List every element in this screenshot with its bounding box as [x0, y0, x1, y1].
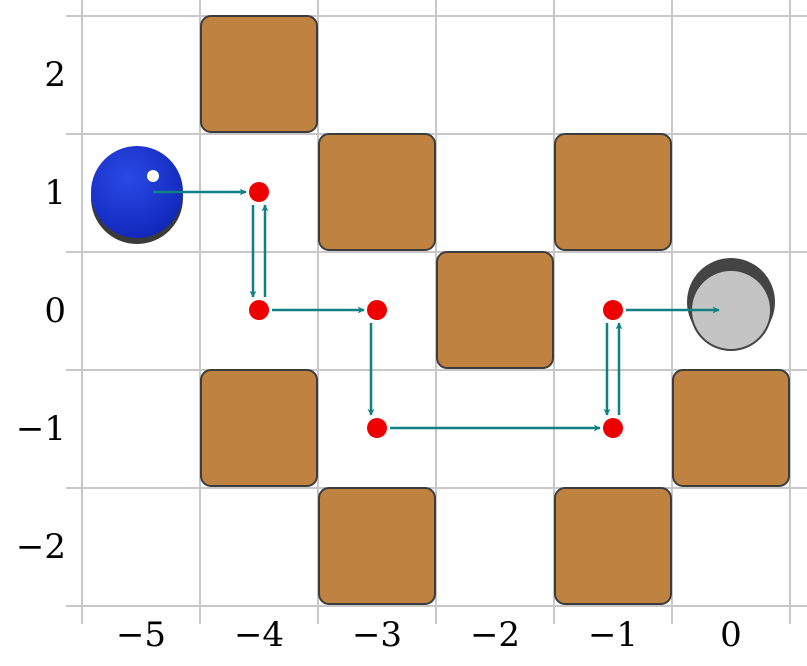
x-tick-label: −4: [234, 615, 284, 655]
wall-block: [318, 133, 436, 251]
wall-block: [200, 369, 318, 487]
ball: [91, 146, 183, 238]
wall-block: [200, 15, 318, 133]
waypoint-dot: [603, 300, 623, 320]
x-tick-label: −2: [470, 615, 520, 655]
wall-block: [436, 251, 554, 369]
waypoints: [249, 182, 623, 438]
y-tick-label: −2: [16, 527, 66, 567]
x-tick-label: 0: [720, 615, 742, 655]
x-tick-label: −3: [352, 615, 402, 655]
x-tick-label: −5: [116, 615, 166, 655]
wall-blocks: [200, 15, 790, 605]
y-tick-label: −1: [16, 409, 66, 449]
wall-block: [554, 133, 672, 251]
waypoint-dot: [367, 418, 387, 438]
waypoint-dot: [249, 182, 269, 202]
wall-block: [554, 487, 672, 605]
y-tick-label: 2: [44, 55, 66, 95]
waypoint-dot: [603, 418, 623, 438]
axis-tick-labels: −5 −4 −3 −2 −1 0 2 1 0 −1 −2: [16, 55, 742, 655]
wall-block: [672, 369, 790, 487]
wall-block: [318, 487, 436, 605]
waypoint-dot: [249, 300, 269, 320]
path-arrows: [153, 188, 720, 432]
y-tick-label: 0: [44, 291, 66, 331]
waypoint-dot: [367, 300, 387, 320]
ball-highlight: [147, 170, 159, 182]
pieces: [91, 146, 775, 351]
x-tick-label: −1: [588, 615, 638, 655]
y-tick-label: 1: [44, 173, 66, 213]
